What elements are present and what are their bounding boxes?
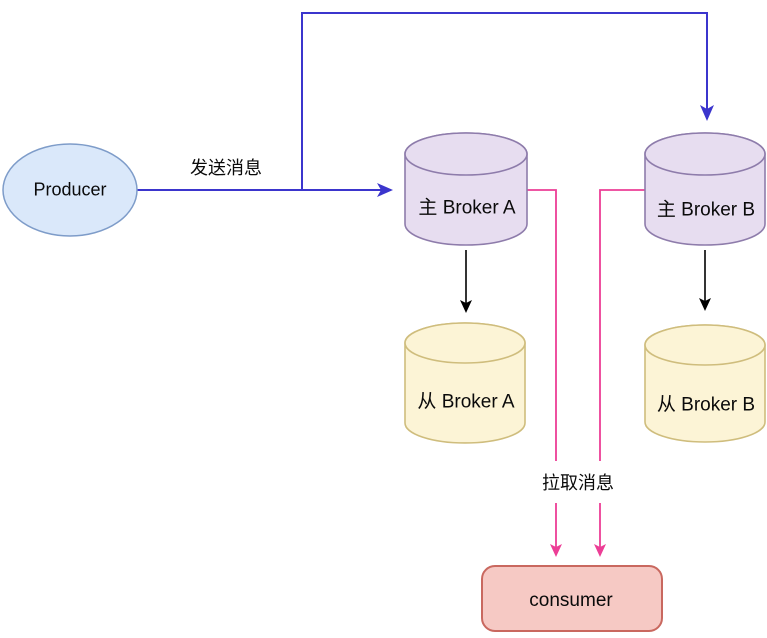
master-broker-b-top [644, 132, 766, 176]
producer-node [2, 143, 138, 237]
consumer-label: consumer [529, 590, 613, 611]
edge-producer-to-master-b [301, 12, 714, 190]
slave-broker-a-top [404, 322, 526, 364]
slave-broker-b-cylinder [644, 324, 766, 443]
master-broker-b-cylinder [644, 132, 766, 246]
producer-label: Producer [33, 179, 107, 200]
master-broker-a-label: 主 Broker A [418, 197, 516, 219]
slave-broker-a-label: 从 Broker A [417, 391, 515, 413]
slave-broker-b-label: 从 Broker B [656, 394, 756, 416]
edge-master-a-to-consumer [527, 189, 562, 557]
send-message-edge-label: 发送消息 [186, 152, 266, 182]
master-broker-b-label: 主 Broker B [656, 199, 756, 221]
slave-broker-a-cylinder [404, 322, 526, 444]
master-broker-a-top [404, 132, 528, 176]
consumer-node [481, 565, 663, 632]
edge-master-b-to-consumer [594, 189, 645, 557]
pull-message-edge-label: 拉取消息 [538, 461, 618, 503]
slave-broker-b-top [644, 324, 766, 366]
master-broker-a-cylinder [404, 132, 528, 246]
